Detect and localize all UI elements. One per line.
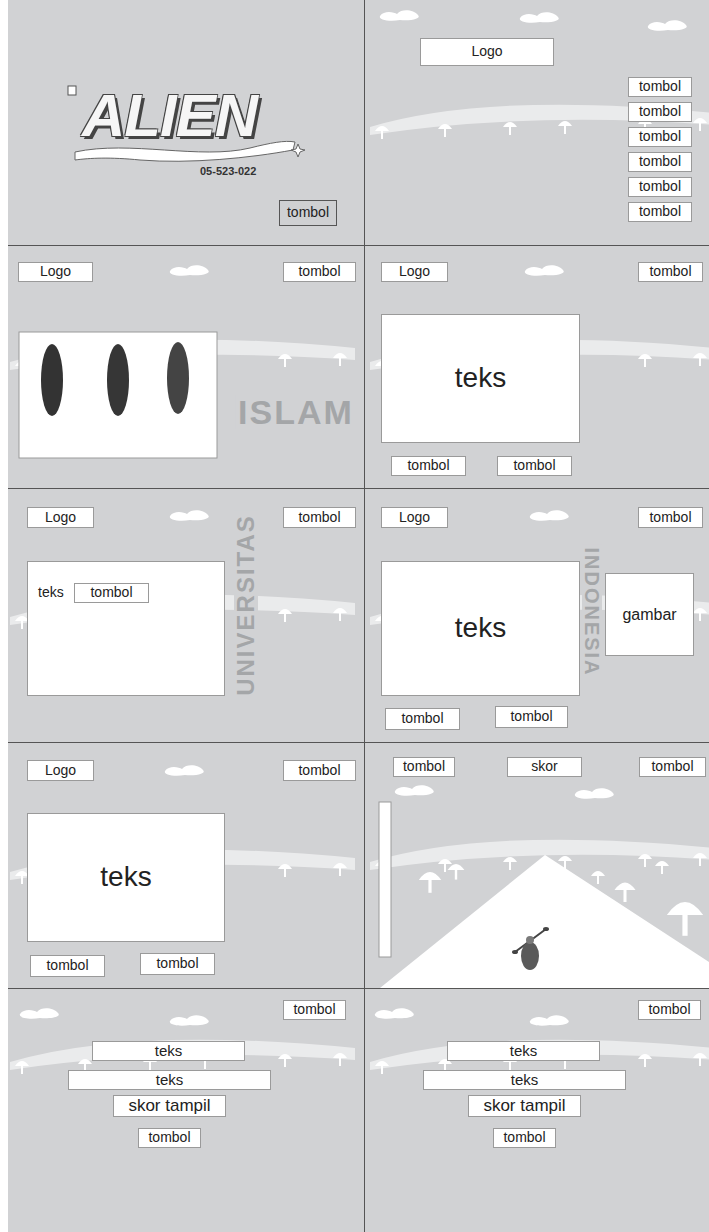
- button-label: tombol: [287, 205, 329, 220]
- button-box: tombol: [279, 200, 337, 226]
- button-box: tombol: [638, 1000, 701, 1020]
- text-box: teks: [381, 561, 580, 696]
- button-label: tombol: [648, 1002, 690, 1017]
- button-box: tombol: [628, 127, 692, 147]
- logo-label: Logo: [471, 44, 502, 59]
- button-box: tombol: [628, 152, 692, 172]
- button-label: tombol: [639, 104, 681, 119]
- button-box: tombol: [628, 177, 692, 197]
- text-box: teks: [381, 314, 580, 443]
- text-box: tombol teks: [27, 561, 225, 696]
- text-label: teks: [38, 585, 64, 600]
- scene-panel-3: [10, 265, 355, 458]
- logo-box: Logo: [381, 507, 448, 528]
- score-box: skor tampil: [113, 1095, 226, 1118]
- text-box: teks: [27, 813, 225, 942]
- button-box: tombol: [30, 955, 105, 977]
- score-label: skor tampil: [128, 1097, 210, 1116]
- button-box: tombol: [385, 708, 460, 730]
- button-label: tombol: [639, 179, 681, 194]
- button-box: tombol: [283, 1000, 346, 1020]
- button-label: tombol: [401, 711, 443, 726]
- watermark-text: ISLAM: [235, 395, 357, 429]
- button-box: tombol: [628, 202, 692, 222]
- button-box: tombol: [497, 456, 572, 476]
- watermark-text: INDONESIA: [582, 544, 602, 679]
- button-label: tombol: [298, 763, 340, 778]
- alien-logo: [68, 86, 305, 161]
- button-label: tombol: [407, 458, 449, 473]
- score-box: skor: [507, 757, 582, 777]
- button-label: tombol: [403, 759, 445, 774]
- button-box: tombol: [493, 1128, 556, 1148]
- score-box: skor tampil: [468, 1095, 581, 1118]
- kayak-player: [512, 927, 549, 970]
- logo-wordmark: ALIEN: [82, 86, 257, 146]
- button-label: tombol: [156, 956, 198, 971]
- button-label: tombol: [293, 1002, 335, 1017]
- score-label: skor: [531, 759, 557, 774]
- logo-label: Logo: [45, 510, 76, 525]
- watermark-text: UNIVERSITAS: [234, 511, 258, 699]
- text-label: teks: [156, 1072, 184, 1089]
- button-box: tombol: [393, 757, 455, 777]
- button-box: tombol: [140, 953, 215, 975]
- button-label: tombol: [639, 129, 681, 144]
- button-box: tombol: [138, 1128, 201, 1148]
- button-label: tombol: [649, 264, 691, 279]
- button-box: tombol: [495, 706, 568, 728]
- button-box: tombol: [628, 102, 692, 122]
- text-label: teks: [100, 862, 151, 893]
- text-box: teks: [423, 1070, 626, 1091]
- logo-label: Logo: [40, 264, 71, 279]
- button-label: tombol: [46, 958, 88, 973]
- button-label: tombol: [651, 759, 693, 774]
- text-box: teks: [68, 1070, 271, 1091]
- scene-panel-2: [370, 10, 709, 139]
- button-label: tombol: [639, 79, 681, 94]
- image-box: gambar: [605, 573, 694, 656]
- button-label: tombol: [148, 1130, 190, 1145]
- text-label: teks: [455, 363, 506, 394]
- serial-number: 05-523-022: [200, 166, 256, 177]
- logo-label: Logo: [45, 763, 76, 778]
- game-scene: [370, 785, 709, 988]
- button-box: tombol: [283, 507, 356, 528]
- logo-box: Logo: [27, 760, 94, 781]
- text-label: teks: [455, 613, 506, 644]
- logo-label: Logo: [399, 510, 430, 525]
- logo-box: Logo: [27, 507, 94, 528]
- button-box: tombol: [391, 456, 466, 476]
- button-box: tombol: [628, 77, 692, 97]
- button-label: tombol: [298, 510, 340, 525]
- button-box: tombol: [638, 507, 703, 528]
- text-label: teks: [155, 1043, 183, 1060]
- button-box: tombol: [283, 262, 356, 282]
- button-label: tombol: [503, 1130, 545, 1145]
- text-box: teks: [447, 1041, 600, 1062]
- button-label: tombol: [298, 264, 340, 279]
- button-label: tombol: [649, 510, 691, 525]
- button-label: tombol: [90, 585, 132, 600]
- button-label: tombol: [639, 154, 681, 169]
- text-label: teks: [510, 1043, 538, 1060]
- button-box: tombol: [74, 583, 149, 603]
- logo-box: Logo: [381, 262, 448, 282]
- button-label: tombol: [510, 709, 552, 724]
- logo-label: Logo: [399, 264, 430, 279]
- button-box: tombol: [638, 262, 703, 282]
- text-box: teks: [92, 1041, 245, 1062]
- panel-grid: [8, 0, 709, 1232]
- button-box: tombol: [283, 760, 356, 781]
- button-box: tombol: [639, 757, 706, 777]
- text-label: teks: [511, 1072, 539, 1089]
- logo-box: Logo: [18, 262, 93, 282]
- button-label: tombol: [513, 458, 555, 473]
- logo-box: Logo: [420, 38, 554, 66]
- image-label: gambar: [622, 606, 676, 624]
- button-label: tombol: [639, 204, 681, 219]
- score-label: skor tampil: [483, 1097, 565, 1116]
